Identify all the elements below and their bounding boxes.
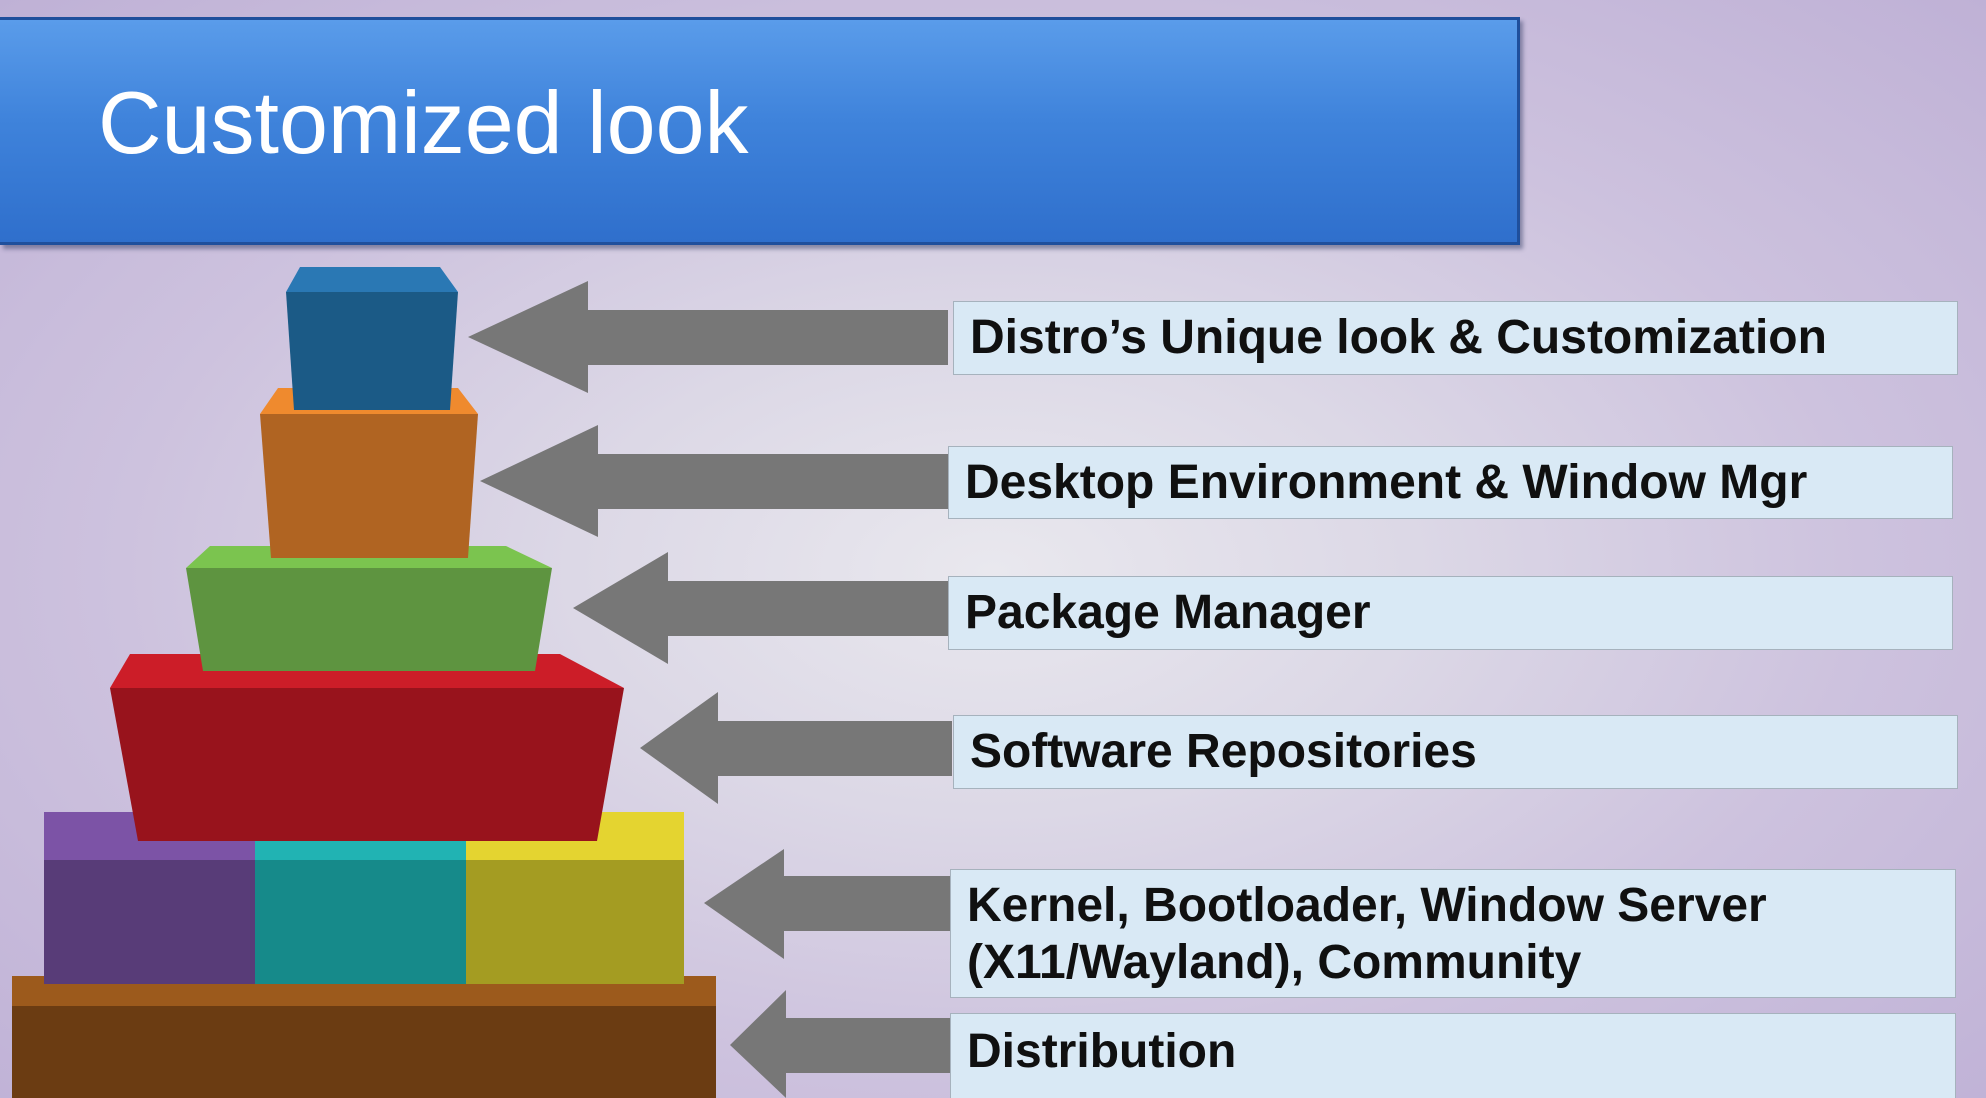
layer-label-unique-look: Distro’s Unique look & Customization (953, 301, 1958, 375)
pyramid-block-distribution (12, 976, 716, 1098)
arrow-left-icon (573, 552, 948, 664)
arrow-left-icon (640, 692, 952, 804)
slide-title: Customized look (98, 73, 749, 172)
arrow-left-icon (730, 990, 950, 1098)
layer-label-text: Package Manager (965, 586, 1371, 639)
layer-label-text: Distribution (967, 1025, 1237, 1078)
layer-label-distribution: Distribution (950, 1013, 1956, 1098)
pyramid-block-package-manager (186, 546, 552, 671)
layer-label-text: Software Repositories (970, 725, 1477, 778)
layer-label-kernel: Kernel, Bootloader, Window Server (X11/W… (950, 869, 1956, 998)
arrow-left-icon (704, 849, 950, 959)
layer-label-package-manager: Package Manager (948, 576, 1953, 650)
layer-label-repositories: Software Repositories (953, 715, 1958, 789)
layer-label-desktop-environment: Desktop Environment & Window Mgr (948, 446, 1953, 519)
arrow-left-icon (468, 281, 948, 393)
layer-label-text: Desktop Environment & Window Mgr (965, 455, 1808, 509)
pyramid-block-unique-look (286, 267, 458, 410)
pyramid-block-desktop-environment (260, 388, 478, 558)
layer-label-text: Kernel, Bootloader, Window Server (X11/W… (967, 878, 1767, 989)
pyramid-block-repositories (110, 654, 624, 841)
slide-title-bar: Customized look (0, 17, 1520, 245)
layer-label-text: Distro’s Unique look & Customization (970, 311, 1827, 364)
arrow-left-icon (480, 425, 948, 537)
